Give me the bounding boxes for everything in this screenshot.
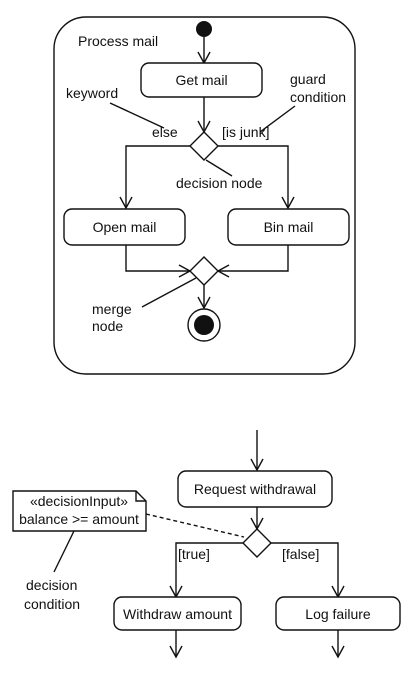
arrowhead [331, 645, 345, 659]
action-log-failure: Log failure [275, 596, 401, 631]
note-stereotype: «decisionInput» [30, 493, 128, 509]
annotation-condition: condition [290, 89, 346, 105]
guard-is-junk: [is junk] [222, 124, 269, 140]
annotation-decision: decision [26, 577, 77, 593]
guard-true: [true] [178, 546, 210, 562]
action-get-mail: Get mail [140, 62, 263, 98]
action-bin-mail: Bin mail [227, 208, 350, 246]
svg-text:Bin mail: Bin mail [264, 219, 314, 235]
arrowhead [250, 458, 264, 472]
arrowhead [197, 296, 211, 310]
flow-true-branch [175, 542, 243, 597]
annotation-decision-node: decision node [176, 175, 263, 191]
flow-false-branch [271, 542, 339, 597]
withdrawal-diagram: Request withdrawal [true] [false] Withdr… [12, 430, 401, 659]
flow-else-branch [125, 145, 190, 208]
arrowhead [169, 645, 183, 659]
svg-text:Request withdrawal: Request withdrawal [194, 481, 316, 497]
pointer-decision-node [205, 159, 233, 177]
decision-node [242, 528, 272, 558]
action-open-mail: Open mail [63, 208, 186, 246]
guard-else: else [152, 124, 178, 140]
arrowhead [119, 196, 133, 210]
pointer-merge-node [141, 277, 197, 308]
initial-node [196, 21, 212, 37]
activity-frame [53, 16, 356, 375]
flow-open-to-merge [125, 245, 190, 272]
action-request-withdrawal: Request withdrawal [177, 470, 333, 508]
annotation-node: node [92, 318, 123, 334]
decision-node [189, 131, 219, 161]
annotation-merge: merge [92, 301, 132, 317]
note-anchor-line [145, 513, 245, 538]
pointer-guard-condition [259, 105, 296, 133]
svg-text:Withdraw amount: Withdraw amount [123, 606, 232, 622]
pointer-decision-condition [53, 530, 75, 573]
guard-false: [false] [282, 546, 319, 562]
annotation-keyword: keyword [66, 85, 118, 101]
decision-input-note: «decisionInput» balance >= amount [12, 490, 147, 532]
flow-bin-to-merge [218, 245, 289, 272]
flow-junk-branch [218, 145, 289, 208]
annotation-condition: condition [24, 596, 80, 612]
svg-text:Get mail: Get mail [175, 72, 227, 88]
note-expression: balance >= amount [19, 511, 139, 527]
pointer-keyword [109, 102, 165, 129]
annotation-guard: guard [290, 71, 326, 87]
action-withdraw-amount: Withdraw amount [113, 596, 242, 631]
svg-text:Open mail: Open mail [93, 219, 157, 235]
svg-text:Log failure: Log failure [305, 606, 371, 622]
arrowhead [281, 196, 295, 210]
activity-final-node-core [194, 315, 214, 335]
activity-title: Process mail [78, 33, 158, 49]
process-mail-diagram: Process mail Get mail else [is junk] Ope… [53, 16, 356, 375]
